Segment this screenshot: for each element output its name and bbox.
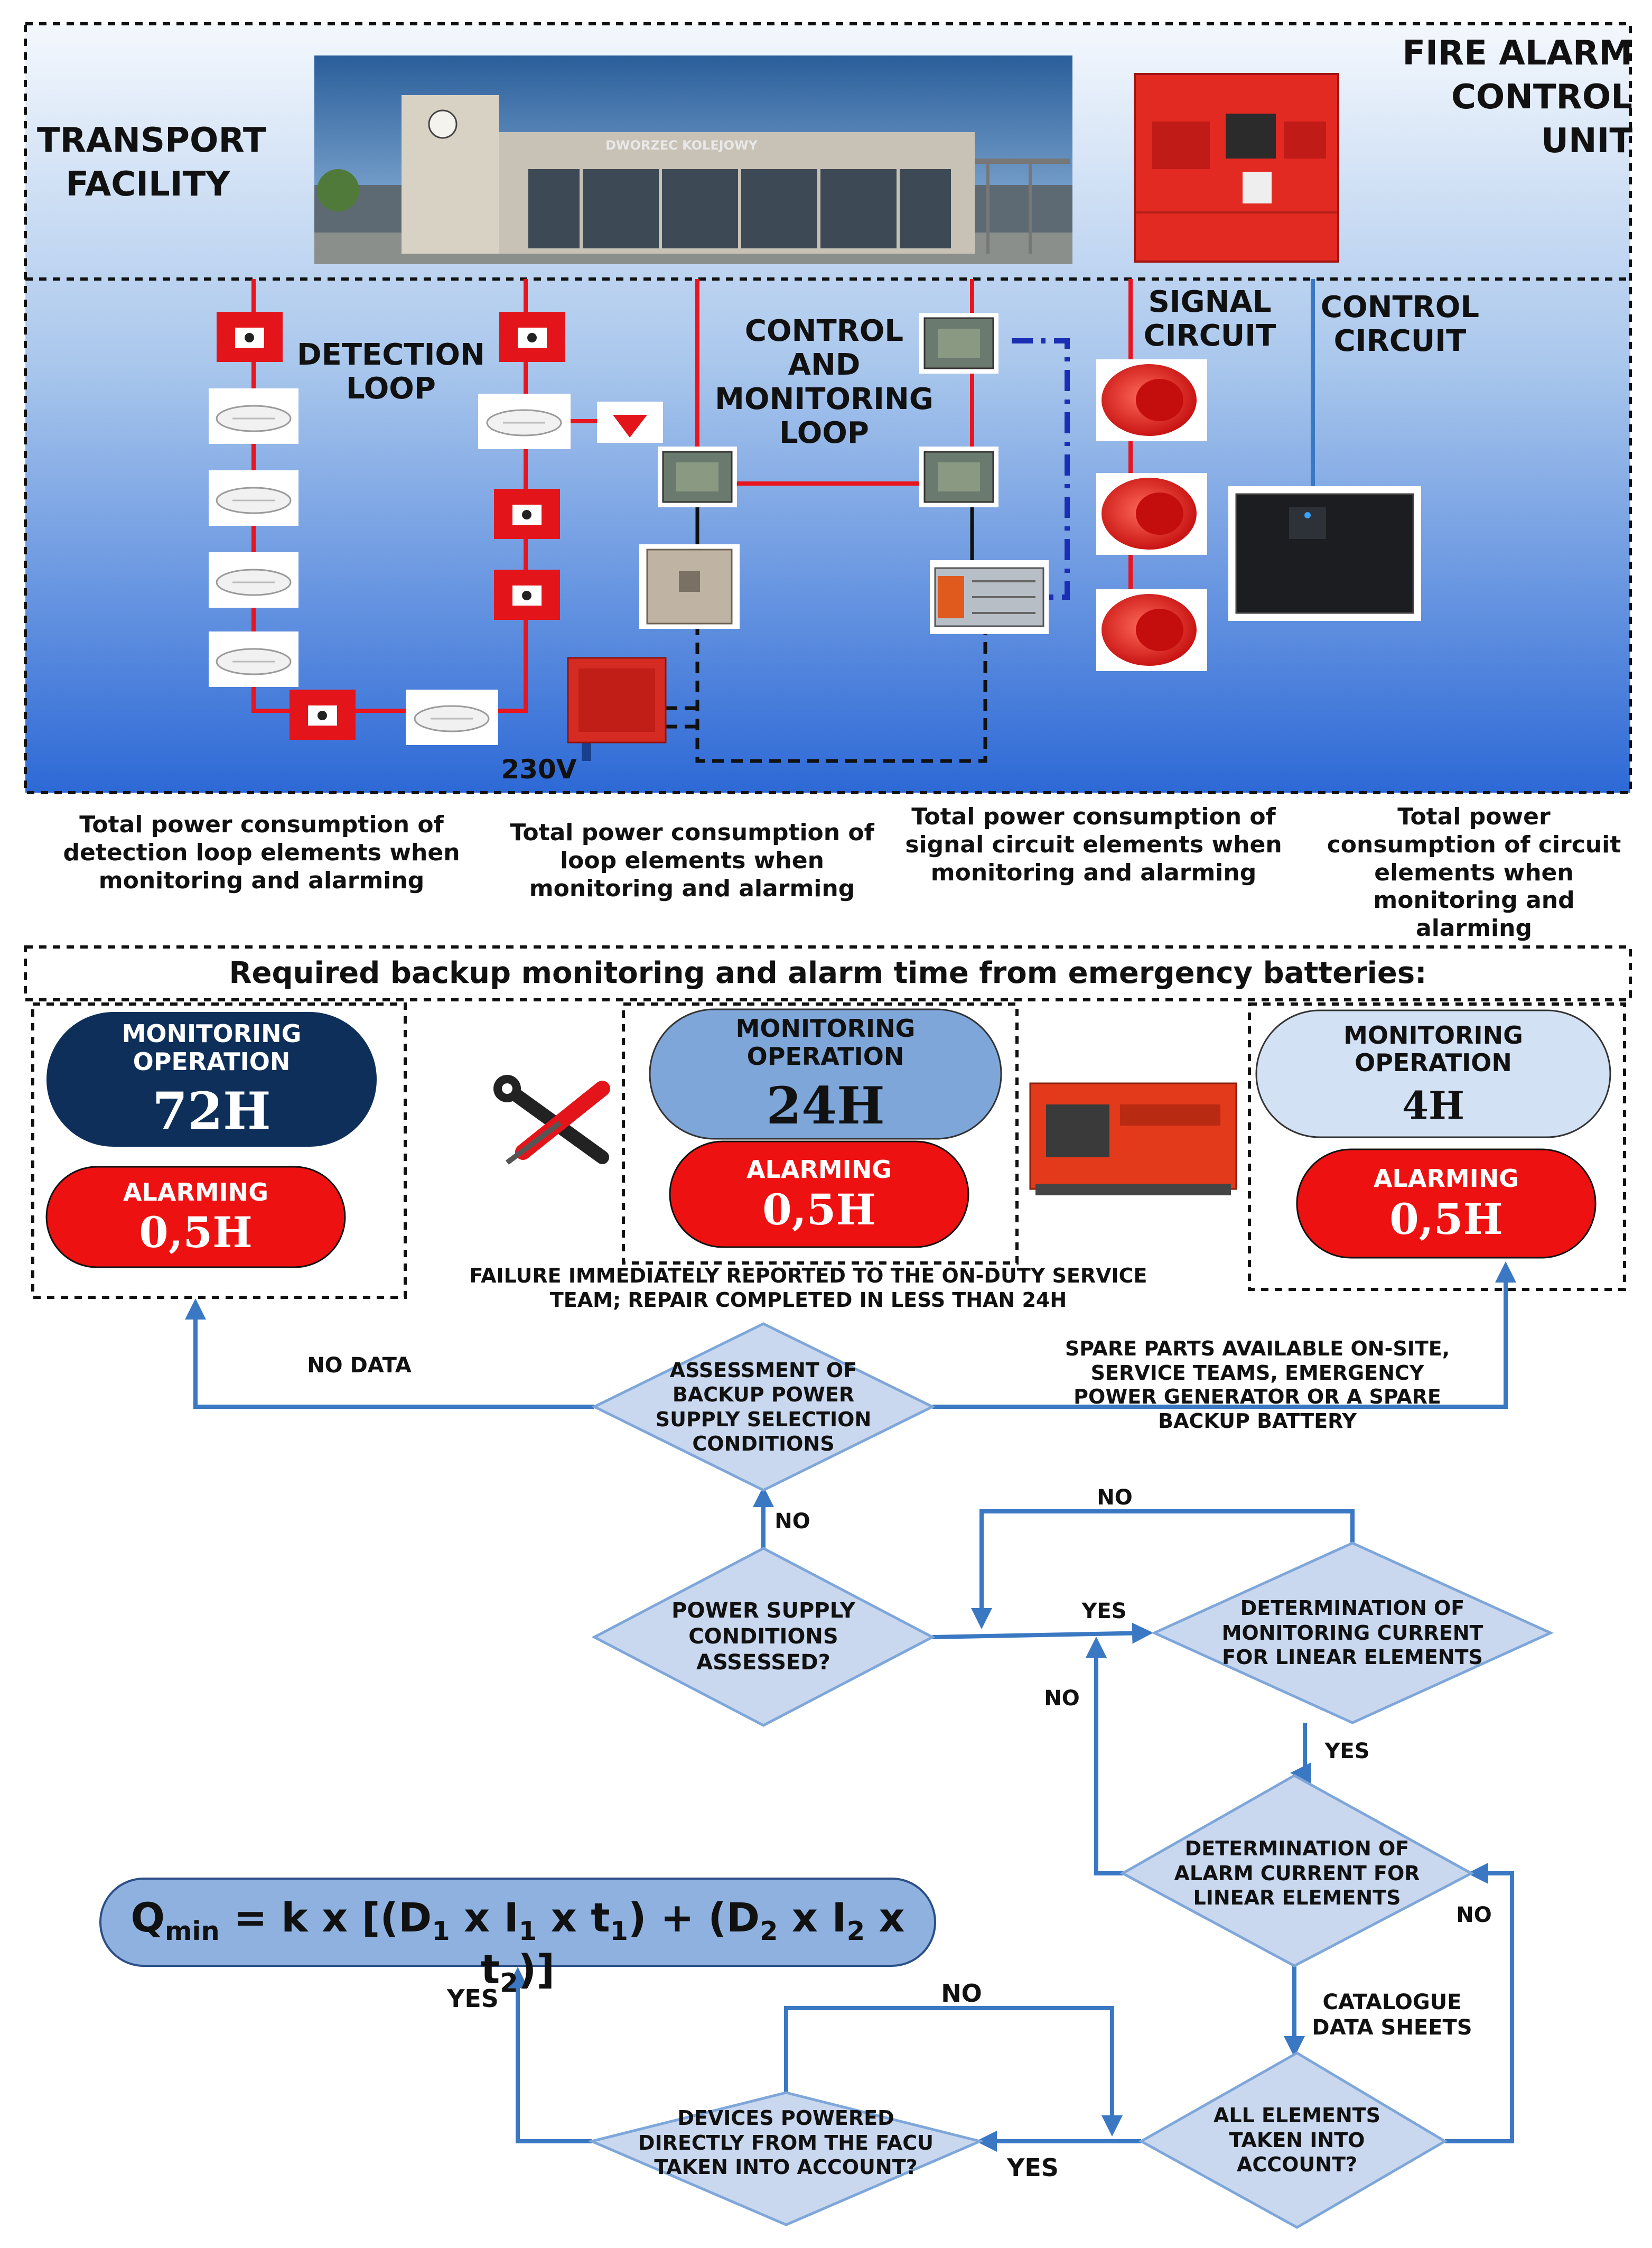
detection-loop-label: DETECTION LOOP: [297, 338, 485, 406]
monitoring-label: MONITORING OPERATION: [1343, 1020, 1523, 1077]
no-label-alarm-loop: NO: [1044, 1686, 1080, 1711]
spare-parts-label: SPARE PARTS AVAILABLE ON-SITE, SERVICE T…: [1065, 1337, 1450, 1433]
manual-call-point-icon: [217, 312, 565, 740]
formula-box: [99, 1878, 936, 1967]
option-72h-box: [31, 1002, 407, 1299]
backup-heading: Required backup monitoring and alarm tim…: [229, 956, 1427, 990]
alarming-value: 0,5H: [1389, 1194, 1503, 1244]
control-circuit-label: CONTROL CIRCUIT: [1320, 290, 1480, 359]
assessment-diamond: ASSESSMENT OF BACKUP POWER SUPPLY SELECT…: [655, 1358, 872, 1455]
formula-text: Qmin = k x [(D1 x I1 x t1) + (D2 x I2 x …: [100, 1894, 935, 1998]
monitoring-current-diamond: DETERMINATION OF MONITORING CURRENT FOR …: [1221, 1596, 1483, 1669]
alarm-current-diamond: DETERMINATION OF ALARM CURRENT FOR LINEA…: [1174, 1837, 1420, 1910]
monitoring-label: MONITORING OPERATION: [735, 1014, 916, 1071]
smoke-detector-icon: [209, 388, 571, 745]
station-sign: DWORZEC KOLEJOWY: [605, 138, 758, 153]
backup-heading-box: [24, 945, 1632, 1001]
monitoring-value: 72H: [152, 1081, 271, 1141]
catalogue-label: CATALOGUE DATA SHEETS: [1312, 1990, 1472, 2040]
alarming-pill-2: ALARMING 0,5H: [670, 1141, 968, 1247]
flow-arrows: [185, 1261, 1516, 2152]
yes-label-alarm: YES: [1324, 1739, 1370, 1763]
voltage-label: 230V: [501, 754, 577, 785]
wrench-screwdriver-icon: [491, 1075, 615, 1168]
alarm-indicator-icon: [597, 402, 663, 443]
no-label-devices-loop: NO: [941, 1979, 982, 2008]
devices-powered-diamond: DEVICES POWERED DIRECTLY FROM THE FACU T…: [638, 2106, 934, 2179]
alarming-value: 0,5H: [139, 1207, 253, 1258]
pill-shapes: [45, 1008, 1611, 1268]
flow-diamonds: [587, 1322, 1554, 2229]
formula-subscript: 1: [610, 1916, 628, 1947]
transport-facility-label: TRANSPORT FACILITY: [37, 121, 266, 205]
io-module-icon: [658, 313, 998, 507]
signal-circuit-label: SIGNAL CIRCUIT: [1143, 285, 1276, 354]
monitoring-label: MONITORING OPERATION: [122, 1019, 302, 1076]
formula-render: Qmin = k x [(D1 x I1 x t1) + (D2 x I2 x …: [130, 1894, 905, 1999]
blue-dashdot-link: [1012, 338, 1070, 600]
all-elements-diamond: ALL ELEMENTS TAKEN INTO ACCOUNT?: [1213, 2104, 1381, 2177]
yes-label-formula: YES: [447, 1984, 499, 2013]
alarming-label: ALARMING: [1373, 1164, 1519, 1193]
caption-circuit-elements: Total power consumption of circuit eleme…: [1327, 803, 1621, 942]
generator-icon: [1025, 1073, 1242, 1200]
power-supply-question-diamond: POWER SUPPLY CONDITIONS ASSESSED?: [671, 1599, 855, 1675]
formula-subscript: 2: [846, 1916, 865, 1947]
yes-label-monitoring: YES: [1081, 1599, 1127, 1623]
alarming-pill-1: ALARMING 0,5H: [46, 1167, 345, 1267]
no-data-label: NO DATA: [307, 1353, 412, 1378]
formula-subscript: 2: [760, 1916, 778, 1947]
failure-note: FAILURE IMMEDIATELY REPORTED TO THE ON-D…: [469, 1264, 1147, 1312]
caption-detection-loop: Total power consumption of detection loo…: [63, 811, 460, 894]
control-panel-icon: [1228, 486, 1421, 621]
yes-label-devices: YES: [1007, 2153, 1059, 2182]
no-label-all-elements: NO: [1456, 1903, 1492, 1927]
control-monitoring-loop-label: CONTROL AND MONITORING LOOP: [715, 314, 934, 451]
formula-subscript: 1: [518, 1916, 537, 1947]
no-label-assessment: NO: [774, 1509, 810, 1534]
formula-subscript: min: [165, 1916, 220, 1947]
formula-subscript: 1: [432, 1916, 450, 1947]
monitoring-value: 24H: [766, 1075, 885, 1136]
formula-subscript: 2: [500, 1967, 518, 1999]
monitoring-value: 4H: [1402, 1083, 1465, 1128]
alarming-label: ALARMING: [746, 1155, 892, 1184]
option-24h-box: [622, 1002, 1019, 1265]
sounder-icon: [1096, 359, 1207, 671]
monitoring-4h-pill: MONITORING OPERATION 4H: [1256, 1010, 1610, 1137]
alarming-pill-3: ALARMING 0,5H: [1297, 1149, 1595, 1258]
power-supply-box-icon: [567, 544, 740, 744]
monitoring-24h-pill: MONITORING OPERATION 24H: [650, 1009, 1001, 1139]
damper-icon: [930, 560, 1049, 634]
alarming-label: ALARMING: [123, 1177, 269, 1206]
station-building-icon: [314, 55, 1072, 264]
caption-signal-circuit: Total power consumption of signal circui…: [905, 803, 1282, 886]
no-label-top-loop: NO: [1097, 1485, 1133, 1510]
facu-panel-icon: [1134, 73, 1339, 263]
facu-title: FIRE ALARM CONTROL UNIT: [1402, 34, 1632, 161]
alarming-value: 0,5H: [762, 1185, 876, 1235]
monitoring-72h-pill: MONITORING OPERATION 72H: [46, 1012, 377, 1147]
caption-loop-elements: Total power consumption of loop elements…: [510, 819, 874, 902]
